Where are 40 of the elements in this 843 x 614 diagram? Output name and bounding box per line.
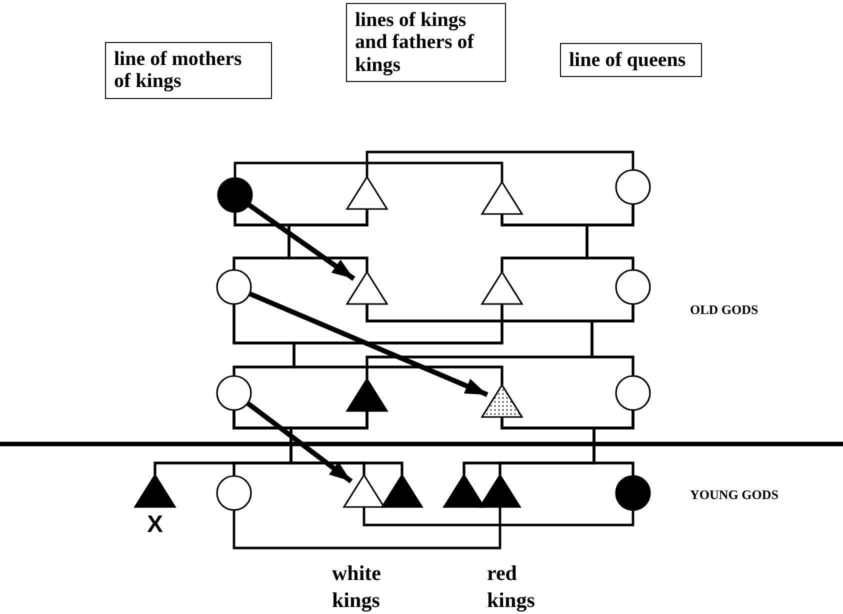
section-label: OLD GODS [690, 302, 758, 319]
filled-triangle-symbol [381, 474, 423, 508]
dotted-triangle-symbol [481, 384, 523, 418]
triangle-symbol [346, 271, 388, 305]
group-label: red kings [487, 560, 536, 614]
filled-triangle-symbol [443, 474, 485, 508]
circle-symbol [216, 269, 252, 305]
arrow [246, 401, 353, 484]
circle-symbol [615, 269, 651, 305]
triangle-symbol [343, 474, 385, 508]
arrow [248, 291, 488, 397]
circle-symbol [615, 169, 651, 205]
marriage-line [362, 507, 634, 526]
filled-triangle-symbol [479, 474, 521, 508]
circle-symbol [216, 375, 252, 411]
filled-circle-symbol [615, 475, 651, 511]
heading-box: line of queens [560, 43, 702, 78]
descent-line [288, 209, 368, 272]
heading-box: line of mothers of kings [105, 42, 272, 99]
triangle-symbol [481, 271, 523, 305]
filled-triangle-symbol [346, 378, 388, 412]
heading-box: lines of kings and fathers of kings [346, 3, 506, 82]
symbol-label: X [147, 511, 164, 539]
descent-line [292, 304, 504, 385]
descent-line [590, 304, 634, 376]
descent-line [290, 411, 404, 475]
descent-line [586, 204, 634, 270]
triangle-symbol [346, 176, 388, 210]
section-label: YOUNG GODS [690, 487, 778, 504]
circle-symbol [615, 375, 651, 411]
sibling-line [234, 162, 504, 182]
filled-triangle-symbol [134, 474, 176, 508]
arrow [247, 202, 356, 281]
filled-circle-symbol [217, 177, 253, 213]
circle-symbol [216, 475, 252, 511]
descent-line [592, 410, 634, 476]
sibling-line [366, 150, 634, 177]
group-label: white kings [332, 560, 382, 614]
marriage-line [232, 507, 502, 550]
triangle-symbol [481, 181, 523, 215]
